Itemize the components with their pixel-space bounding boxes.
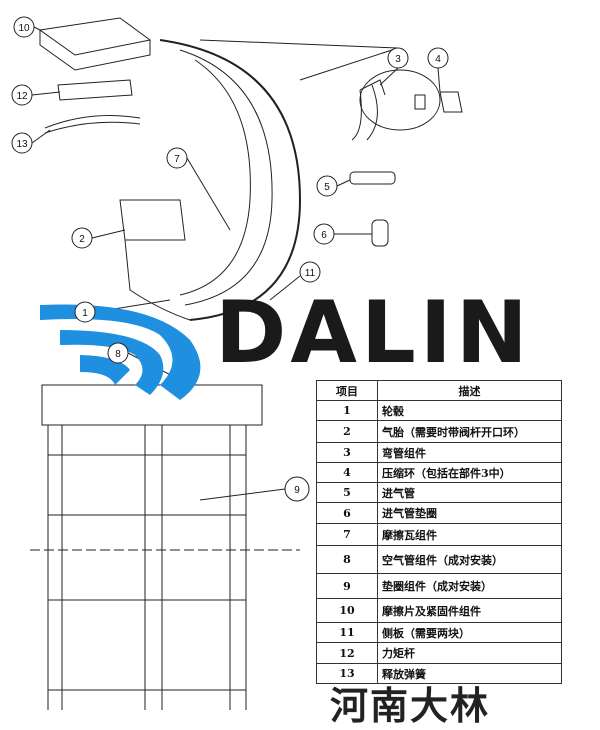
callout-9: 9	[294, 485, 300, 496]
washer	[371, 219, 389, 247]
callout-5: 5	[324, 182, 330, 193]
ring-inner	[179, 49, 273, 306]
item-number: 12	[316, 642, 378, 664]
item-number: 7	[316, 523, 378, 546]
header-desc: 描述	[377, 380, 562, 401]
item-number: 5	[316, 482, 378, 503]
callout-13: 13	[16, 139, 28, 150]
callout-7: 7	[174, 154, 180, 165]
item-description: 气胎（需要时带阀杆开口环）	[377, 420, 562, 443]
callout-8: 8	[115, 349, 121, 360]
header-item: 项目	[316, 380, 378, 401]
callout-2: 2	[79, 234, 85, 245]
ring-outer	[159, 39, 302, 321]
item-number: 9	[316, 573, 378, 599]
item-number: 2	[316, 420, 378, 443]
callout-1: 1	[82, 308, 88, 319]
item-description: 轮毂	[377, 400, 562, 421]
item-description: 释放弹簧	[377, 663, 562, 684]
item-number: 4	[316, 462, 378, 483]
release-spring	[44, 115, 141, 134]
ring-section	[119, 199, 191, 321]
callout-10: 10	[18, 23, 30, 34]
watermark-brand-cn: 河南大林	[330, 684, 491, 728]
item-description: 侧板（需要两块）	[377, 622, 562, 643]
ring-shoes	[179, 59, 251, 296]
item-description: 弯管组件	[377, 442, 562, 463]
item-description: 进气管	[377, 482, 562, 503]
air-tube	[349, 171, 396, 185]
item-number: 3	[316, 442, 378, 463]
torque-bar	[57, 79, 133, 101]
item-number: 13	[316, 663, 378, 684]
item-number: 6	[316, 502, 378, 524]
item-description: 压缩环（包括在部件3中）	[377, 462, 562, 483]
callout-6: 6	[321, 230, 327, 241]
elbow-enclosure	[359, 69, 441, 131]
item-description: 垫圈组件（成对安装）	[377, 573, 562, 599]
callout-4: 4	[435, 54, 441, 65]
callout-3: 3	[395, 54, 401, 65]
callout-11: 11	[305, 268, 316, 279]
friction-pad	[38, 17, 152, 71]
item-description: 空气管组件（成对安装）	[377, 545, 562, 574]
item-number: 10	[316, 598, 378, 623]
item-description: 摩擦片及紧固件组件	[377, 598, 562, 623]
callout-12: 12	[16, 91, 28, 102]
item-description: 摩擦瓦组件	[377, 523, 562, 546]
item-number: 11	[316, 622, 378, 643]
watermark-brand: DALIN	[215, 283, 532, 383]
item-description: 力矩杆	[377, 642, 562, 664]
item-description: 进气管垫圈	[377, 502, 562, 524]
item-number: 8	[316, 545, 378, 574]
item-number: 1	[316, 400, 378, 421]
elbow	[351, 79, 386, 141]
